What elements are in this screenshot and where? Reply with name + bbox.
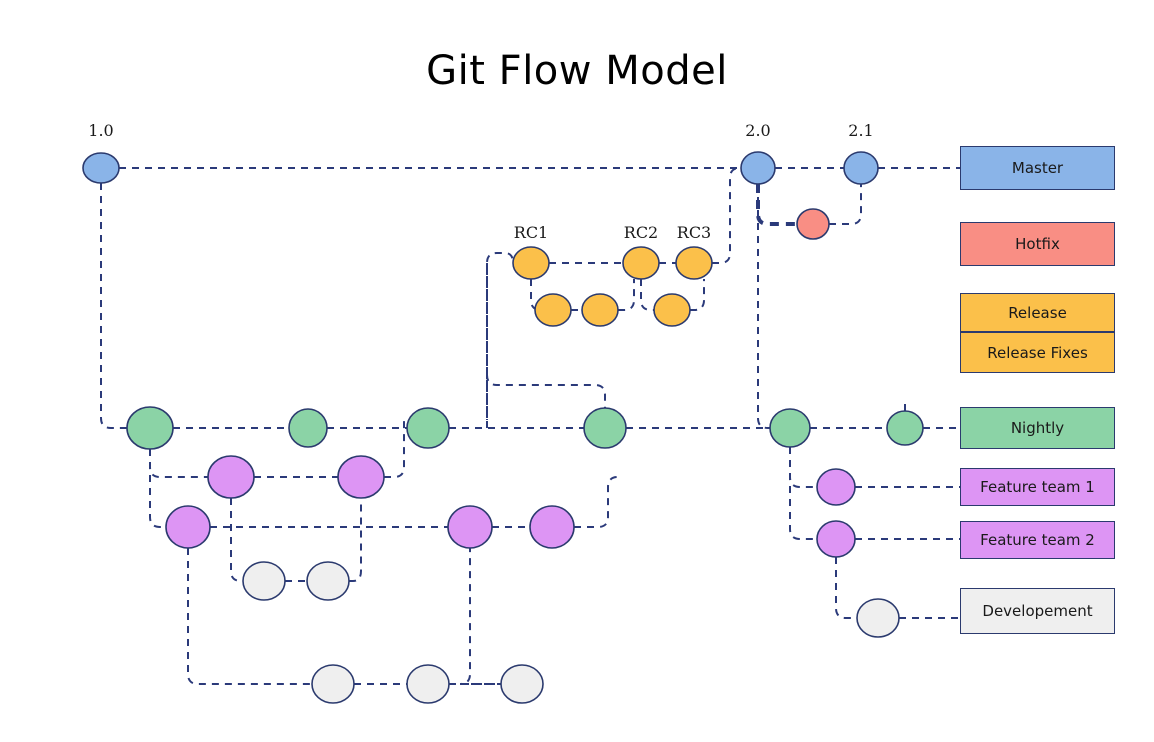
commit-node-n6[interactable] xyxy=(886,410,924,446)
commit-node-m3[interactable] xyxy=(843,151,879,185)
tag-label-rc1: RC1 xyxy=(514,223,548,242)
legend-item-release-fixes[interactable]: Release Fixes xyxy=(960,332,1115,373)
commit-node-n4[interactable] xyxy=(583,407,627,449)
commit-node-f2[interactable] xyxy=(337,455,385,499)
tag-label-2-1: 2.1 xyxy=(848,121,873,140)
commit-node-d4[interactable] xyxy=(311,664,355,704)
edge-rc2-to-fix3 xyxy=(640,279,654,311)
nodes-layer xyxy=(82,151,924,704)
commit-node-hf1[interactable] xyxy=(796,208,830,240)
commit-node-n2[interactable] xyxy=(288,408,328,448)
edge-fix2-to-rc2 xyxy=(618,279,635,311)
legend-item-nightly[interactable]: Nightly xyxy=(960,407,1115,449)
legend-item-feature-2[interactable]: Feature team 2 xyxy=(960,521,1115,559)
commit-node-d5[interactable] xyxy=(406,664,450,704)
edge-f2-to-nightly-n4 xyxy=(384,418,405,478)
edge-f4-down-to-devrow xyxy=(187,548,312,685)
legend-item-development[interactable]: Developement xyxy=(960,588,1115,634)
edge-hotfix-to-master-2.1 xyxy=(829,184,862,225)
commit-node-rf2[interactable] xyxy=(581,293,619,327)
legend-item-label: Feature team 2 xyxy=(980,531,1095,549)
page-title: Git Flow Model xyxy=(426,48,728,94)
edge-n5-to-feature-2-right xyxy=(789,447,817,540)
tag-label-rc2: RC2 xyxy=(624,223,658,242)
commit-node-f7[interactable] xyxy=(816,520,856,558)
legend-item-release[interactable]: Release xyxy=(960,293,1115,332)
edge-f1-to-dev1 xyxy=(230,498,243,582)
edge-rc1-to-fix1 xyxy=(530,279,542,311)
edge-f7-to-dev-right xyxy=(835,557,857,619)
edge-nightly-to-release-start xyxy=(486,252,514,418)
edge-master-2.0-to-hotfix xyxy=(756,184,797,226)
commit-node-f6[interactable] xyxy=(529,505,575,549)
commit-node-d1[interactable] xyxy=(242,561,286,601)
commit-node-d6[interactable] xyxy=(500,664,544,704)
edge-master-1.0-to-nightly xyxy=(100,183,127,429)
tag-label-1-0: 1.0 xyxy=(88,121,113,140)
commit-node-rf1[interactable] xyxy=(534,293,572,327)
legend-item-master[interactable]: Master xyxy=(960,146,1115,190)
commit-node-n5[interactable] xyxy=(769,408,811,448)
legend-item-label: Feature team 1 xyxy=(980,478,1095,496)
edge-master-2.0-to-nightly xyxy=(757,184,770,429)
tag-label-rc3: RC3 xyxy=(677,223,711,242)
commit-node-rc2[interactable] xyxy=(622,246,660,280)
edges-layer xyxy=(100,167,960,685)
edge-n1-to-feature-1 xyxy=(149,449,208,478)
commit-node-f3[interactable] xyxy=(816,468,856,506)
legend-item-feature-1[interactable]: Feature team 1 xyxy=(960,468,1115,506)
tag-label-2-0: 2.0 xyxy=(745,121,770,140)
commit-node-rc3[interactable] xyxy=(675,246,713,280)
legend-item-label: Release Fixes xyxy=(987,343,1088,362)
legend-item-label: Developement xyxy=(982,602,1093,620)
commit-node-n3[interactable] xyxy=(406,407,450,449)
legend-item-label: Hotfix xyxy=(1015,235,1060,253)
edge-d6-up-to-f5 xyxy=(459,548,543,685)
edge-d2-to-f2 xyxy=(349,498,362,582)
edge-fix3-to-rc3 xyxy=(690,279,705,311)
edge-f6-to-nightly-n4b xyxy=(574,476,619,528)
commit-node-d3[interactable] xyxy=(856,598,900,638)
commit-node-rc1[interactable] xyxy=(512,246,550,280)
edge-release-branch-base xyxy=(486,374,606,428)
commit-node-d2[interactable] xyxy=(306,561,350,601)
commit-node-f4[interactable] xyxy=(165,505,211,549)
legend-item-label: Release xyxy=(1008,303,1067,322)
edge-rc3-to-master-2.0 xyxy=(712,167,741,264)
legend-item-hotfix[interactable]: Hotfix xyxy=(960,222,1115,266)
edge-n5-to-feature-1-right xyxy=(789,447,817,488)
commit-node-rf3[interactable] xyxy=(653,293,691,327)
commit-node-f1[interactable] xyxy=(207,455,255,499)
commit-node-m1[interactable] xyxy=(82,152,120,184)
edge-n1-to-feature-2 xyxy=(149,449,166,528)
commit-node-n1[interactable] xyxy=(126,406,174,450)
commit-node-f5[interactable] xyxy=(447,505,493,549)
commit-node-m2[interactable] xyxy=(740,151,776,185)
legend-item-label: Master xyxy=(1011,159,1064,177)
legend-item-label: Nightly xyxy=(1010,419,1065,437)
